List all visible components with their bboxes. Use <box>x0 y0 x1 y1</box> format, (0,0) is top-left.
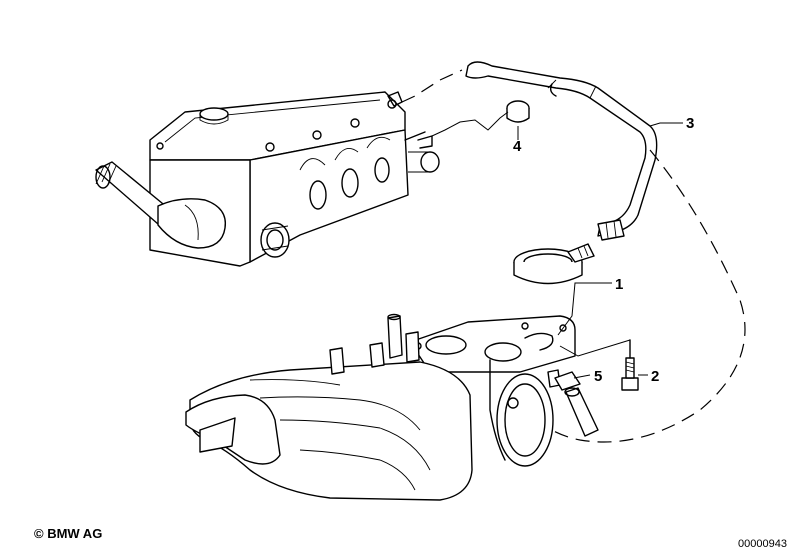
hose-clamp <box>431 100 530 137</box>
callout-5: 5 <box>594 368 602 385</box>
callout-1: 1 <box>615 276 623 293</box>
callout-3: 3 <box>686 115 694 132</box>
vent-valve-ring <box>513 243 595 285</box>
breather-hose <box>401 61 746 443</box>
bolt <box>621 339 639 391</box>
hose-fitting <box>554 371 599 437</box>
callout-2: 2 <box>651 368 659 385</box>
diagram-reference-number: 00000943 <box>738 538 787 550</box>
intake-manifold <box>185 313 576 501</box>
copyright-notice: © BMW AG <box>34 526 103 541</box>
cylinder-head <box>95 91 440 267</box>
callout-4: 4 <box>513 138 522 155</box>
